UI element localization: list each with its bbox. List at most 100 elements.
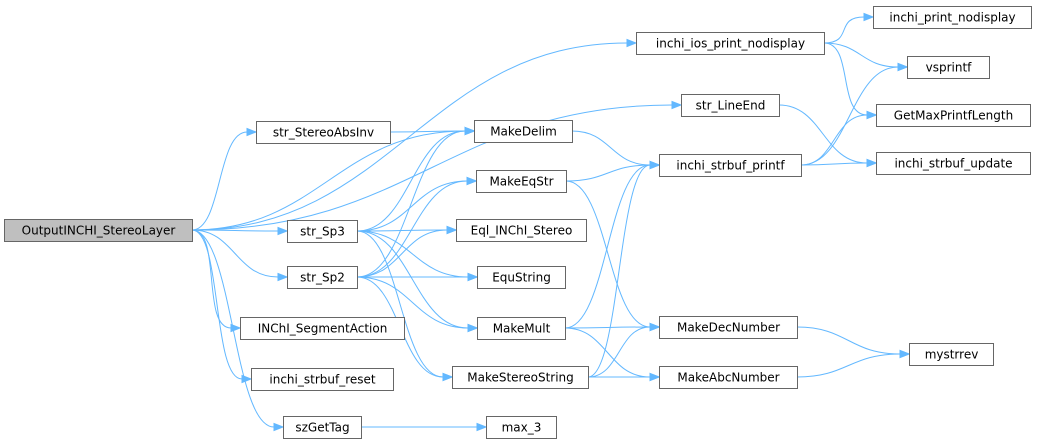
edge-line [356, 180, 468, 278]
edge-arrowhead [649, 160, 661, 170]
node-max_3[interactable]: max_3 [486, 416, 557, 439]
node-str_Sp3[interactable]: str_Sp3 [287, 220, 358, 243]
edge-inchi_ios_print_nodisplay-to-inchi_print_nodisplay [823, 12, 875, 44]
edge-OutputINCHI_StereoLayer-to-str_StereoAbsInv [191, 127, 258, 231]
node-str_LineEnd[interactable]: str_LineEnd [681, 94, 780, 117]
node-MakeDecNumber[interactable]: MakeDecNumber [659, 316, 798, 339]
node-label: INChI_SegmentAction [258, 322, 388, 336]
edge-line [356, 130, 466, 278]
node-inchi_strbuf_printf[interactable]: inchi_strbuf_printf [659, 154, 802, 177]
edge-line [564, 327, 651, 378]
edge-OutputINCHI_StereoLayer-to-szGetTag [191, 229, 285, 432]
node-MakeAbcNumber[interactable]: MakeAbcNumber [659, 366, 798, 389]
node-MakeEqStr[interactable]: MakeEqStr [476, 170, 567, 193]
node-label: str_StereoAbsInv [273, 126, 374, 140]
edge-line [564, 326, 651, 329]
node-label: MakeEqStr [489, 175, 553, 189]
edge-line [191, 229, 279, 278]
edge-line [191, 131, 248, 231]
node-box [909, 343, 994, 366]
node-box [907, 56, 990, 79]
edge-OutputINCHI_StereoLayer-to-str_Sp3 [191, 226, 289, 236]
nodes-layer: OutputINCHI_StereoLayer inchi_ios_print_n… [4, 6, 1032, 439]
edge-arrowhead [464, 126, 476, 136]
edge-arrowhead [442, 372, 454, 382]
edge-str_Sp2-to-MakeEqStr [356, 176, 478, 278]
node-label: mystrrev [925, 348, 979, 362]
edge-inchi_strbuf_printf-to-inchi_strbuf_update [800, 158, 878, 168]
node-GetMaxPrintfLength[interactable]: GetMaxPrintfLength [876, 104, 1031, 127]
node-box [4, 219, 193, 242]
node-OutputINCHI_StereoLayer[interactable]: OutputINCHI_StereoLayer [4, 219, 193, 242]
edge-line [191, 229, 243, 380]
node-box [873, 6, 1032, 29]
edge-str_Sp2-to-MakeDelim [356, 126, 476, 278]
node-EquString[interactable]: EquString [477, 266, 566, 289]
edges-layer [191, 12, 911, 432]
edge-line [823, 16, 865, 44]
node-label: str_LineEnd [696, 99, 766, 113]
edge-OutputINCHI_StereoLayer-to-inchi_strbuf_reset [191, 229, 253, 384]
node-label: inchi_strbuf_reset [269, 373, 376, 387]
edge-line [356, 230, 469, 278]
edge-line [823, 42, 868, 116]
edge-line [587, 326, 651, 378]
edge-arrowhead [899, 349, 911, 359]
edge-arrowhead [446, 225, 458, 235]
edge-str_Sp2-to-EquString [357, 272, 479, 282]
node-box [659, 366, 798, 389]
edge-MakeAbcNumber-to-mystrrev [796, 349, 911, 378]
edge-arrowhead [649, 322, 661, 332]
edge-line [565, 164, 651, 182]
node-label: vsprintf [926, 61, 973, 75]
node-label: MakeStereoString [467, 371, 574, 385]
edge-MakeDecNumber-to-mystrrev [796, 326, 911, 359]
node-label: Eql_INChI_Stereo [471, 224, 573, 238]
edge-line [571, 130, 651, 166]
node-MakeStereoString[interactable]: MakeStereoString [452, 366, 589, 389]
edge-MakeDelim-to-inchi_strbuf_printf [571, 130, 661, 170]
edge-MakeStereoString-to-inchi_strbuf_printf [587, 160, 661, 378]
node-label: szGetTag [295, 421, 349, 435]
edge-arrowhead [277, 272, 289, 282]
node-box [287, 266, 358, 289]
edge-line [191, 229, 279, 232]
edge-arrowhead [866, 110, 878, 120]
edge-line [356, 180, 468, 232]
edge-OutputINCHI_StereoLayer-to-str_Sp2 [191, 229, 289, 282]
node-MakeMult[interactable]: MakeMult [477, 317, 566, 340]
node-box [876, 152, 1031, 175]
node-mystrrev[interactable]: mystrrev [909, 343, 994, 366]
node-szGetTag[interactable]: szGetTag [283, 416, 362, 439]
node-box [659, 316, 798, 339]
node-vsprintf[interactable]: vsprintf [907, 56, 990, 79]
node-box [283, 416, 362, 439]
edge-line [356, 230, 444, 378]
node-inchi_ios_print_nodisplay[interactable]: inchi_ios_print_nodisplay [636, 32, 825, 55]
node-box [486, 416, 557, 439]
node-inchi_print_nodisplay[interactable]: inchi_print_nodisplay [873, 6, 1032, 29]
edge-line [564, 164, 651, 329]
node-inchi_strbuf_reset[interactable]: inchi_strbuf_reset [251, 368, 394, 391]
node-box [452, 366, 589, 389]
edge-line [191, 130, 466, 231]
edge-line [191, 104, 673, 231]
node-label: MakeAbcNumber [677, 371, 779, 385]
node-str_StereoAbsInv[interactable]: str_StereoAbsInv [256, 121, 391, 144]
edge-str_Sp2-to-MakeMult [356, 276, 479, 333]
node-box [256, 121, 391, 144]
edge-inchi_strbuf_printf-to-GetMaxPrintfLength [800, 110, 878, 166]
node-label: inchi_strbuf_printf [676, 159, 785, 173]
node-INChI_SegmentAction[interactable]: INChI_SegmentAction [240, 317, 405, 340]
node-MakeDelim[interactable]: MakeDelim [474, 120, 573, 143]
edge-OutputINCHI_StereoLayer-to-INChI_SegmentAction [191, 229, 242, 333]
node-inchi_strbuf_update[interactable]: inchi_strbuf_update [876, 152, 1031, 175]
node-str_Sp2[interactable]: str_Sp2 [287, 266, 358, 289]
node-Eql_INChI_Stereo[interactable]: Eql_INChI_Stereo [456, 219, 587, 242]
node-label: EquString [492, 271, 551, 285]
edge-line [796, 326, 901, 355]
edge-line [191, 229, 232, 329]
edge-MakeEqStr-to-MakeDecNumber [565, 180, 661, 332]
node-label: inchi_ios_print_nodisplay [656, 37, 805, 51]
